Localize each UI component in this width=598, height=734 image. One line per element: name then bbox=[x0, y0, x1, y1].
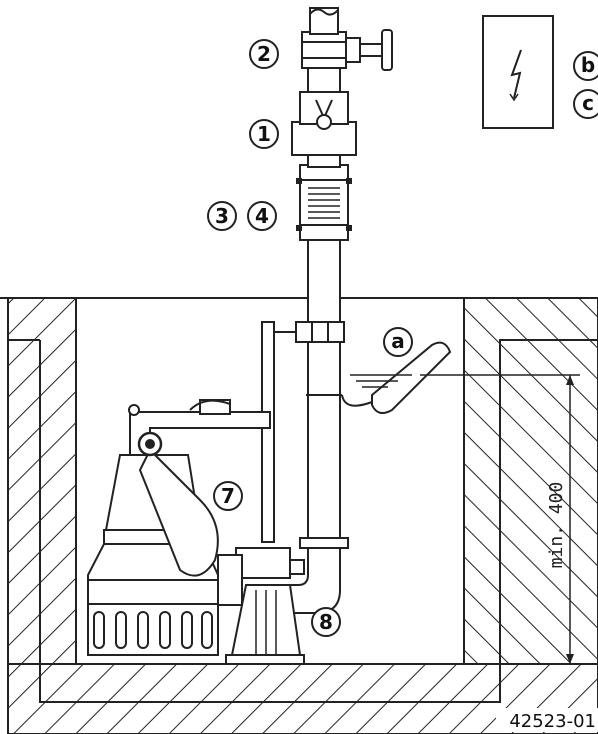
hose-coupling bbox=[299, 164, 349, 241]
reference-number: 42523-01 bbox=[509, 711, 596, 732]
callout-8: 8 bbox=[311, 607, 341, 637]
callout-7-label: 7 bbox=[221, 484, 235, 508]
coupling-foot bbox=[225, 547, 305, 665]
callout-4-label: 4 bbox=[255, 204, 269, 228]
callout-2-label: 2 bbox=[257, 42, 271, 66]
callout-2: 2 bbox=[249, 39, 279, 69]
dimension-line: min. 400 bbox=[420, 374, 580, 665]
callout-1: 1 bbox=[249, 119, 279, 149]
level-float bbox=[341, 341, 452, 415]
callout-b-label: b bbox=[581, 53, 595, 77]
discharge-pipe bbox=[287, 7, 393, 614]
callout-a-label: a bbox=[391, 329, 405, 353]
pipe-clamp bbox=[295, 321, 345, 343]
callout-4: 4 bbox=[247, 201, 277, 231]
callout-a: a bbox=[383, 327, 413, 357]
callout-b: b bbox=[573, 51, 598, 81]
submersible-pump bbox=[87, 399, 271, 656]
electrical-box bbox=[482, 15, 554, 129]
pit-walls bbox=[0, 297, 598, 734]
callout-c: c bbox=[573, 89, 598, 119]
guide-rail bbox=[261, 321, 296, 543]
dimension-label: min. 400 bbox=[546, 482, 567, 569]
callout-3-label: 3 bbox=[215, 204, 229, 228]
callout-c-label: c bbox=[582, 91, 594, 115]
right-wall bbox=[463, 297, 598, 703]
lightning-bolt-icon bbox=[510, 49, 522, 99]
pump-float-switch bbox=[138, 448, 219, 577]
callout-1-label: 1 bbox=[257, 122, 271, 146]
valve-handwheel bbox=[381, 29, 393, 71]
callout-7: 7 bbox=[213, 481, 243, 511]
left-wall bbox=[7, 297, 77, 703]
callout-3: 3 bbox=[207, 201, 237, 231]
callout-8-label: 8 bbox=[319, 610, 333, 634]
gate-valve bbox=[301, 31, 347, 69]
